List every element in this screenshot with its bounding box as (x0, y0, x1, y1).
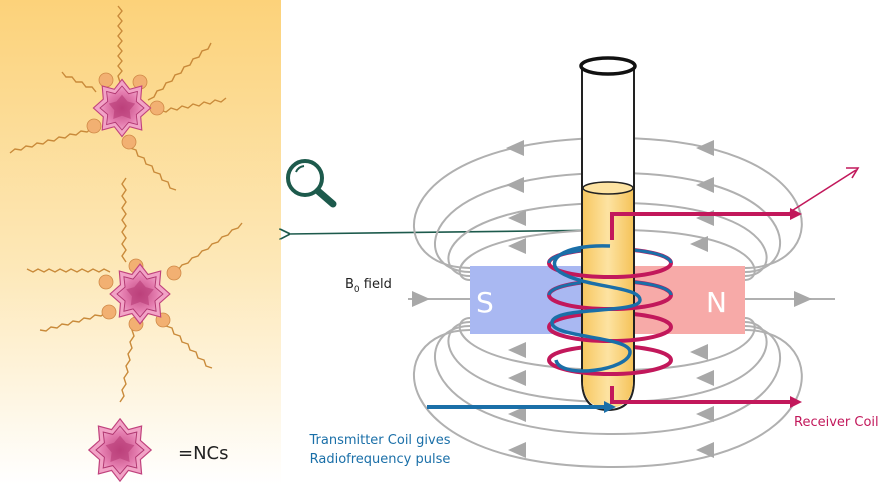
nanocrystal-cluster-top (9, 5, 227, 191)
magnet-north-label: N (706, 286, 727, 319)
transmitter-label-line1: Transmitter Coil gives (308, 433, 450, 448)
transmitter-coil (550, 244, 642, 373)
field-direction-arrows (412, 140, 812, 458)
nc-legend-icon (88, 418, 152, 482)
transmitter-input-arrow (427, 401, 616, 413)
nmr-tube (579, 56, 637, 412)
receiver-label: Receiver Coil t (794, 415, 878, 430)
receiver-coil-wire (610, 167, 860, 408)
nanocrystal-cluster-bottom (26, 177, 243, 403)
nc-legend-label: =NCs (178, 443, 229, 464)
b0-field-label: B0 field (345, 277, 392, 295)
magnifier-icon (286, 159, 337, 208)
transmitter-label-line2: Radiofrequency pulse (310, 452, 451, 467)
nanocrystal-panel (0, 0, 281, 485)
magnet-south-label: S (476, 286, 494, 319)
zoom-pointer-arrow (288, 230, 613, 234)
nc-legend: =NCs (88, 418, 229, 482)
